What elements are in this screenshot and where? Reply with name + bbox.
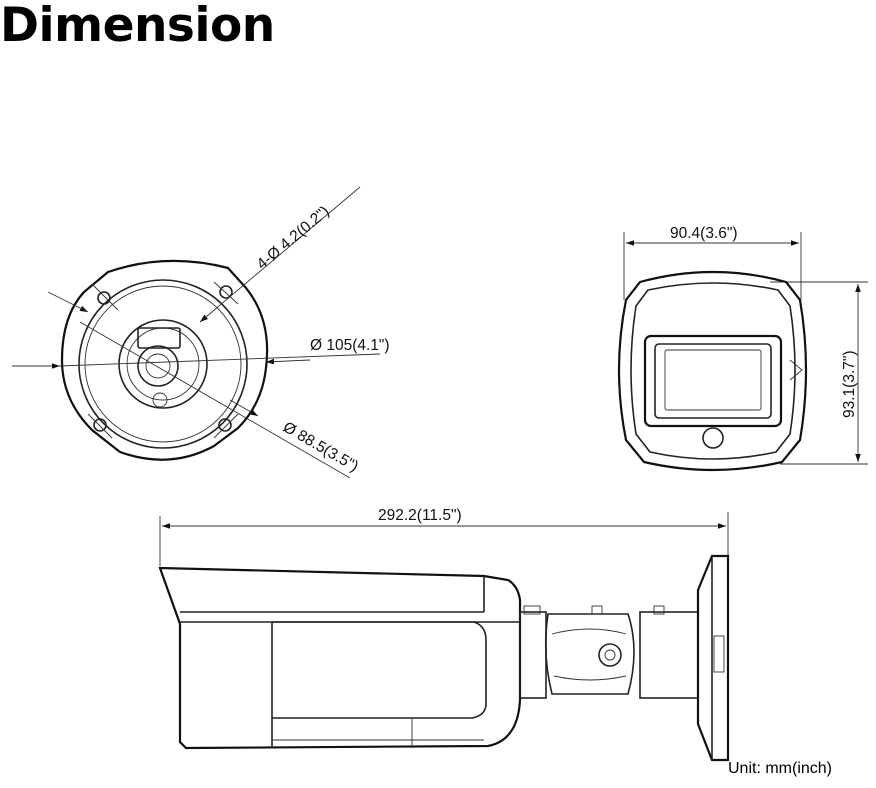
side-view xyxy=(158,512,730,762)
front-height-dimension: 93.1(3.7") xyxy=(841,350,858,418)
front-view xyxy=(617,232,868,472)
base-diameter-dimension: Ø 105(4.1") xyxy=(310,337,390,354)
page-title: Dimension xyxy=(0,0,275,53)
base-view xyxy=(12,186,381,479)
mount-holes-dimension: 4-Ø 4.2(0.2") xyxy=(254,203,333,273)
front-width-dimension: 90.4(3.6") xyxy=(670,225,738,242)
inner-diameter-dimension: Ø 88.5(3.5") xyxy=(280,419,361,476)
total-length-dimension: 292.2(11.5") xyxy=(378,507,462,524)
unit-label: Unit: mm(inch) xyxy=(728,760,833,777)
